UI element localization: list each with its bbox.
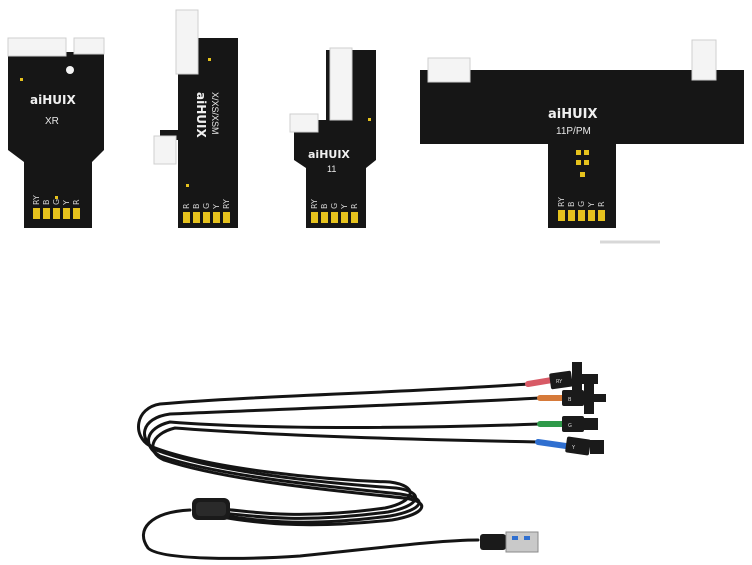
board-xr: aiHUIX XR RY B G Y R [7,37,105,228]
svg-text:R: R [72,199,81,205]
svg-text:G: G [330,203,339,209]
svg-text:G: G [568,423,572,429]
usb-plug [480,531,539,553]
connector-orange: B [537,384,606,414]
board-x-model: X/XS/XSM [210,92,220,135]
cable-splitter [192,498,230,520]
svg-text:G: G [202,203,211,209]
board-11p-chip-pads [576,150,589,177]
svg-text:Y: Y [62,200,71,206]
svg-text:RY: RY [222,199,231,209]
board-x-brand: aiHUIX [194,92,208,138]
connector-green: G [537,416,598,432]
svg-text:G: G [577,201,586,207]
svg-text:B: B [567,202,576,208]
svg-text:Y: Y [571,445,576,451]
board-xr-pads [33,208,80,219]
svg-text:R: R [597,201,606,207]
connector-blue: Y [535,436,604,456]
board-x-pads [183,212,230,223]
board-11p-model: 11P/PM [556,126,591,137]
board-11p: aiHUIX 11P/PM RY B G Y R [420,39,744,244]
svg-text:Y: Y [587,202,596,208]
svg-text:B: B [192,204,201,210]
svg-text:RY: RY [310,199,319,209]
board-11: aiHUIX 11 RY B G Y R [289,47,376,228]
svg-text:RY: RY [556,379,563,385]
board-11p-pads [558,210,605,221]
svg-text:B: B [320,204,329,210]
board-11p-pin-labels: RY B G Y R [557,197,606,208]
svg-text:B: B [42,200,51,206]
svg-text:RY: RY [557,197,566,207]
connector-red: RY [525,362,598,398]
svg-text:Y: Y [212,204,221,210]
board-xr-brand: aiHUIX [30,93,76,107]
board-11-pin-labels: RY B G Y R [310,199,359,210]
board-x: aiHUIX X/XS/XSM R B G Y RY [153,9,238,228]
board-11-pads [311,212,358,223]
board-11p-brand: aiHUIX [548,107,598,122]
svg-text:RY: RY [32,195,41,205]
svg-text:R: R [182,203,191,209]
svg-text:B: B [568,397,572,403]
board-11-brand: aiHUIX [308,148,350,161]
board-xr-pin-labels: RY B G Y R [32,195,81,206]
svg-text:G: G [52,199,61,205]
board-xr-model: XR [45,116,59,127]
board-x-pin-labels: R B G Y RY [182,199,231,210]
cable-bundle [137,382,542,560]
svg-text:R: R [350,203,359,209]
board-11-model: 11 [327,164,336,174]
svg-text:Y: Y [340,204,349,210]
